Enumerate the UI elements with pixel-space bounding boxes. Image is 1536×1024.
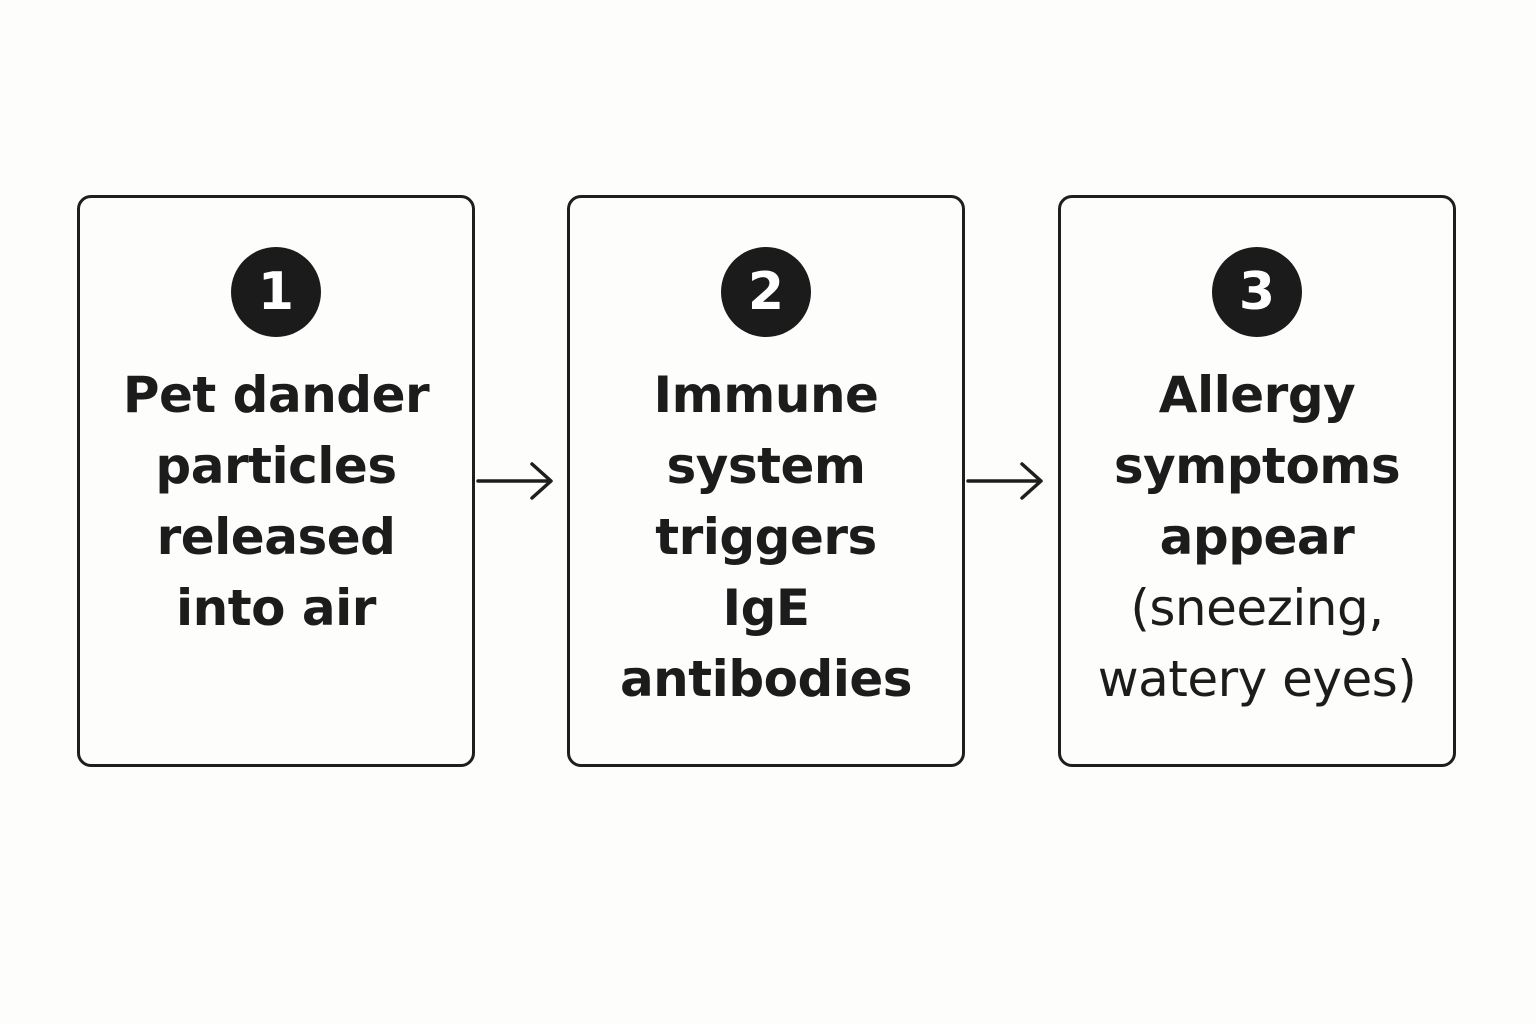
step-1-line-3: released bbox=[156, 508, 396, 566]
step-text-2: Immune system triggers IgE antibodies bbox=[570, 360, 962, 715]
step-box-1: 1 Pet dander particles released into air bbox=[77, 195, 475, 767]
step-2-line-3: triggers bbox=[655, 508, 877, 566]
step-2-line-1: Immune bbox=[653, 366, 879, 424]
step-2-line-4: IgE bbox=[722, 579, 810, 637]
step-box-2: 2 Immune system triggers IgE antibodies bbox=[567, 195, 965, 767]
step-text-1: Pet dander particles released into air bbox=[80, 360, 472, 644]
step-box-3: 3 Allergy symptoms appear (sneezing, wat… bbox=[1058, 195, 1456, 767]
step-3-detail-line-1: (sneezing, bbox=[1130, 579, 1384, 637]
step-1-line-1: Pet dander bbox=[122, 366, 430, 424]
step-3-line-3: appear bbox=[1159, 508, 1355, 566]
step-2-line-5: antibodies bbox=[619, 650, 913, 708]
step-3-line-2: symptoms bbox=[1113, 437, 1401, 495]
step-number-badge-3: 3 bbox=[1212, 247, 1302, 337]
step-number-badge-2: 2 bbox=[721, 247, 811, 337]
arrow-right-icon bbox=[476, 458, 556, 504]
step-2-line-2: system bbox=[666, 437, 866, 495]
step-3-detail-line-2: watery eyes) bbox=[1097, 650, 1417, 708]
step-text-3: Allergy symptoms appear (sneezing, water… bbox=[1061, 360, 1453, 715]
step-1-line-4: into air bbox=[176, 579, 376, 637]
step-number-badge-1: 1 bbox=[231, 247, 321, 337]
step-3-line-1: Allergy bbox=[1158, 366, 1356, 424]
arrow-right-icon bbox=[966, 458, 1046, 504]
step-1-line-2: particles bbox=[155, 437, 397, 495]
